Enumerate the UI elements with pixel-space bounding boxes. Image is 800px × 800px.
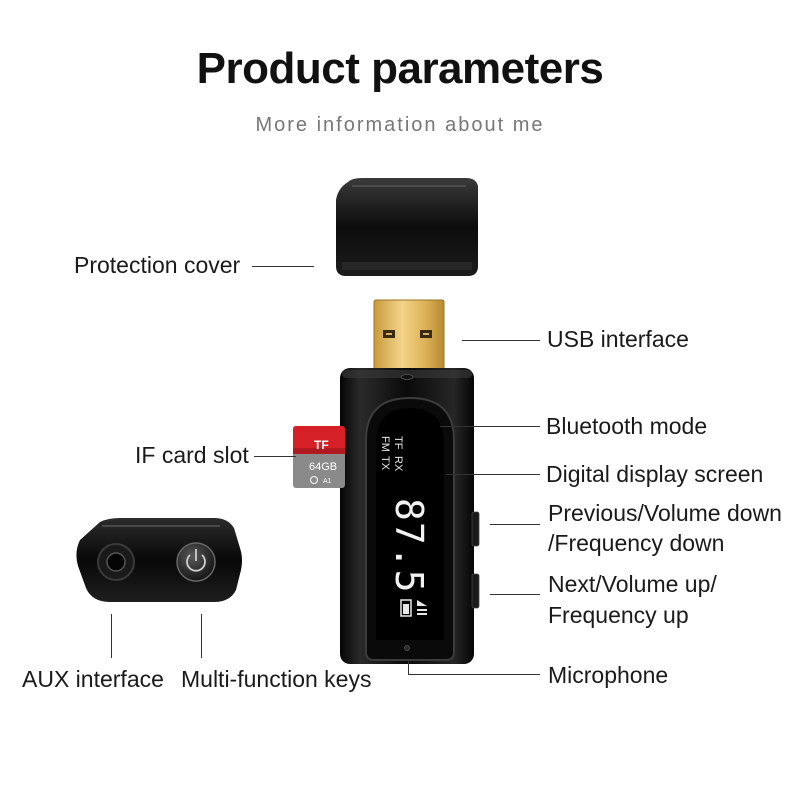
power-icon [186,549,206,572]
label-previous-line1: Previous/Volume down [548,500,782,526]
label-bluetooth-mode: Bluetooth mode [546,413,708,439]
callout-line-digital-display [446,474,540,475]
play-pause-icon [417,600,427,615]
callout-line-usb-interface [462,340,540,341]
label-protection-cover: Protection cover [74,252,241,278]
callout-vline-multifunction [201,614,202,658]
display-indicator-tf: TF [392,436,404,450]
tf-card-brand: TF [314,438,329,452]
display-indicator-rx: RX [392,456,404,472]
callout-line-if-card-slot [254,456,296,457]
label-digital-display: Digital display screen [546,461,764,487]
tf-card-capacity: 64GB [309,461,337,473]
display-indicator-tx: TX [379,456,391,471]
label-multi-function-keys: Multi-function keys [181,666,372,692]
callout-vline-microphone [408,660,409,674]
battery-icon [400,599,412,617]
page-subtitle: More information about me [255,114,545,136]
label-next-line2: Frequency up [548,602,689,628]
callout-line-protection-cover [252,266,314,267]
callout-line-microphone [408,674,540,675]
digital-display-content: TF RX FM TX 87.5 [379,436,431,617]
device-body-image [340,368,480,664]
label-next-line1: Next/Volume up/ [548,571,717,597]
callout-vline-aux [111,614,112,658]
end-view-image [76,518,243,602]
tf-card-class: A1 [323,478,332,485]
display-frequency: 87.5 [387,498,431,594]
usb-plug-image [373,299,445,371]
callout-line-next [490,594,540,595]
callout-line-bluetooth-mode [440,426,540,427]
display-indicator-fm: FM [379,436,391,452]
label-usb-interface: USB interface [547,326,689,352]
callout-line-previous [490,524,540,525]
label-previous-line2: /Frequency down [548,530,725,556]
label-aux-interface: AUX interface [22,666,164,692]
label-microphone: Microphone [548,662,669,688]
page-title: Product parameters [196,44,604,93]
tf-card-image: TF 64GB A1 [293,426,345,488]
label-if-card-slot: IF card slot [135,442,249,468]
protection-cover-image [336,178,478,276]
